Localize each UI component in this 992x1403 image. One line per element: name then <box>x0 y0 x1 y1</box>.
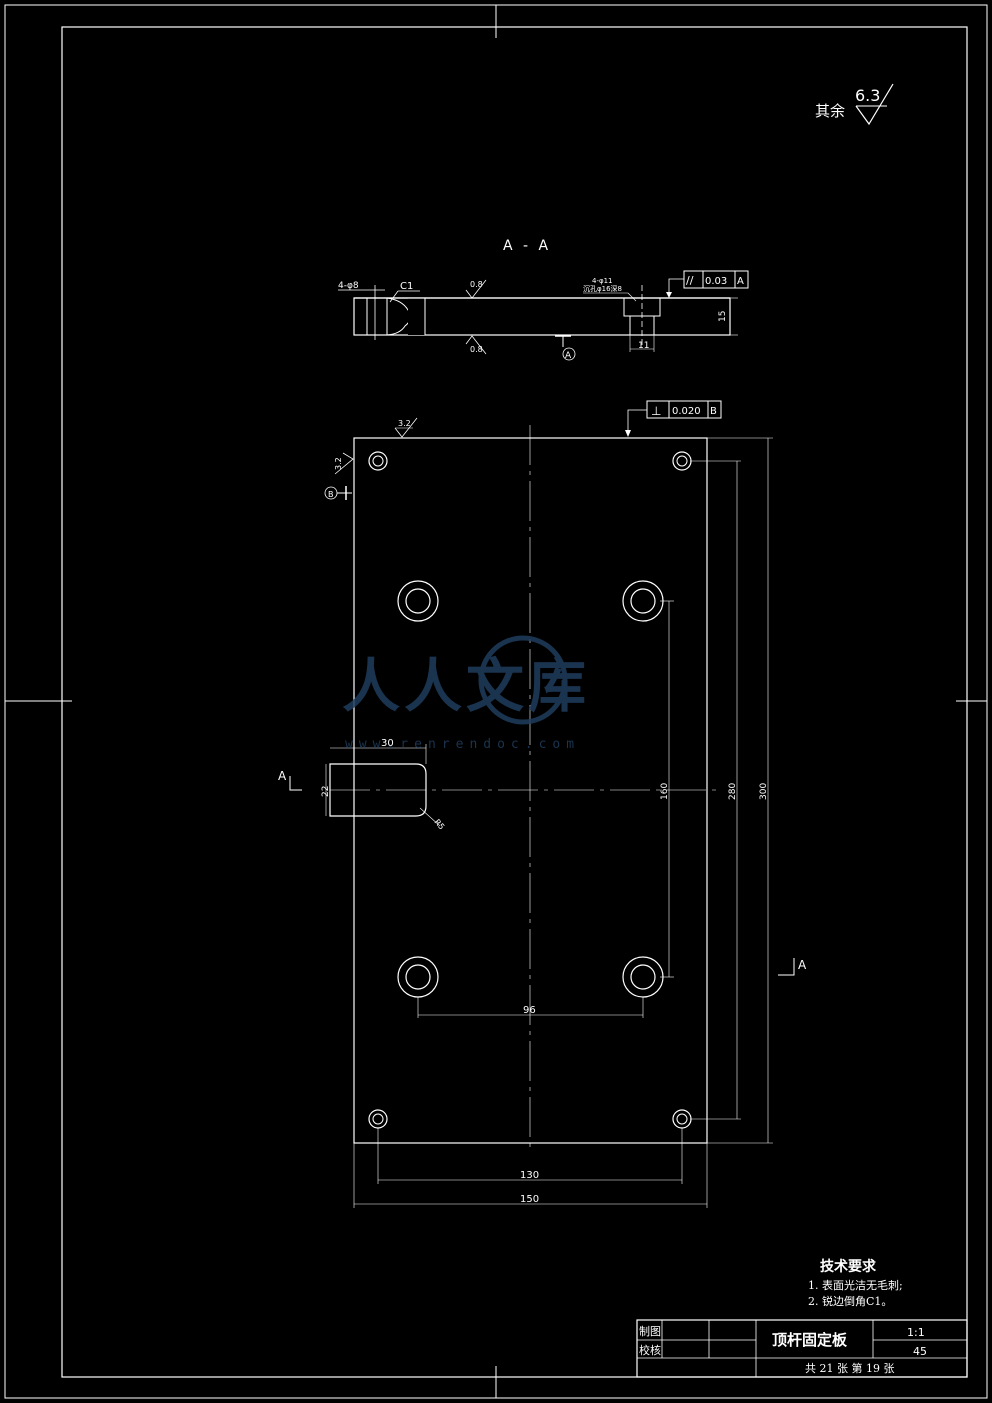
title-block: 制图 校核 顶杆固定板 1:1 45 共 21 张 第 19 张 <box>636 1319 968 1378</box>
section-roughness-bottom: 0.8 <box>470 345 483 354</box>
plan-view <box>329 425 720 1150</box>
plan-annotations: ⊥ 0.020 B 3.2 3.2 B A A 30 22 R5 160 <box>278 400 807 1208</box>
slot-outline <box>329 763 427 817</box>
dim-130: 130 <box>520 1170 539 1181</box>
section-annotations: 4-φ8 C1 0.8 0.8 4-φ11 沉孔φ16深8 // 0.03 A … <box>338 270 749 361</box>
section-label: A - A <box>503 238 551 254</box>
tech-requirements-title: 技术要求 <box>820 1258 877 1275</box>
dim-160: 160 <box>660 783 670 800</box>
dim-300: 300 <box>759 783 769 800</box>
center-marks <box>5 5 987 1398</box>
dim-280: 280 <box>728 783 738 800</box>
callout-holes-right-1: 4-φ11 <box>592 277 613 285</box>
tech-requirement-item: 2. 锐边倒角C1。 <box>808 1294 892 1308</box>
roughness-rest: 其余 6.3 <box>815 83 894 126</box>
chamfer-callout: C1 <box>400 281 413 292</box>
frame-border <box>61 26 968 1378</box>
watermark-url: www.renrendoc.com <box>345 737 580 752</box>
plan-roughness-top: 3.2 <box>398 419 411 428</box>
dim-thickness: 15 <box>718 311 728 322</box>
datum-a-label: A <box>565 351 572 361</box>
material-value: 45 <box>913 1345 927 1358</box>
roughness-symbol-icon <box>855 83 894 126</box>
tech-requirements: 技术要求 1. 表面光洁无毛刺; 2. 锐边倒角C1。 <box>808 1258 903 1308</box>
perpendicularity-datum: B <box>710 406 717 417</box>
watermark-logo-icon <box>478 635 568 725</box>
callout-holes-left: 4-φ8 <box>338 281 359 291</box>
roughness-rest-label: 其余 <box>815 102 845 120</box>
parallelism-symbol: // <box>686 274 694 287</box>
dim-96: 96 <box>523 1005 536 1016</box>
perpendicularity-symbol: ⊥ <box>651 404 661 418</box>
parallelism-value: 0.03 <box>705 276 727 287</box>
cut-label-right: A <box>798 958 807 972</box>
drawn-label: 制图 <box>639 1325 661 1338</box>
datum-a-circle <box>562 347 576 361</box>
plan-roughness-left: 3.2 <box>334 457 343 470</box>
dim-150: 150 <box>520 1194 539 1205</box>
counterbore-hole-group <box>397 580 664 998</box>
dim-counterbore: 11 <box>638 341 649 351</box>
cut-label-left: A <box>278 769 287 783</box>
plate-outline <box>353 437 708 1144</box>
sheet-info: 共 21 张 第 19 张 <box>805 1361 894 1375</box>
datum-b-label: B <box>328 490 334 499</box>
part-name: 顶杆固定板 <box>772 1331 848 1349</box>
tech-requirement-item: 1. 表面光洁无毛刺; <box>808 1278 903 1292</box>
perpendicularity-value: 0.020 <box>672 406 701 417</box>
checked-label: 校核 <box>639 1343 661 1357</box>
section-view <box>353 285 731 345</box>
roughness-rest-value: 6.3 <box>855 86 880 105</box>
watermark: 人人文库 www.renrendoc.com <box>342 635 590 752</box>
dim-slot-height: 22 <box>321 786 331 797</box>
scale-value: 1:1 <box>907 1326 925 1339</box>
parallelism-datum: A <box>737 276 744 287</box>
dim-slot-radius: R5 <box>432 818 446 832</box>
dim-slot-width: 30 <box>381 738 394 749</box>
watermark-text: 人人文库 <box>342 652 590 720</box>
section-roughness-top: 0.8 <box>470 280 483 289</box>
callout-holes-right-2: 沉孔φ16深8 <box>583 284 622 293</box>
